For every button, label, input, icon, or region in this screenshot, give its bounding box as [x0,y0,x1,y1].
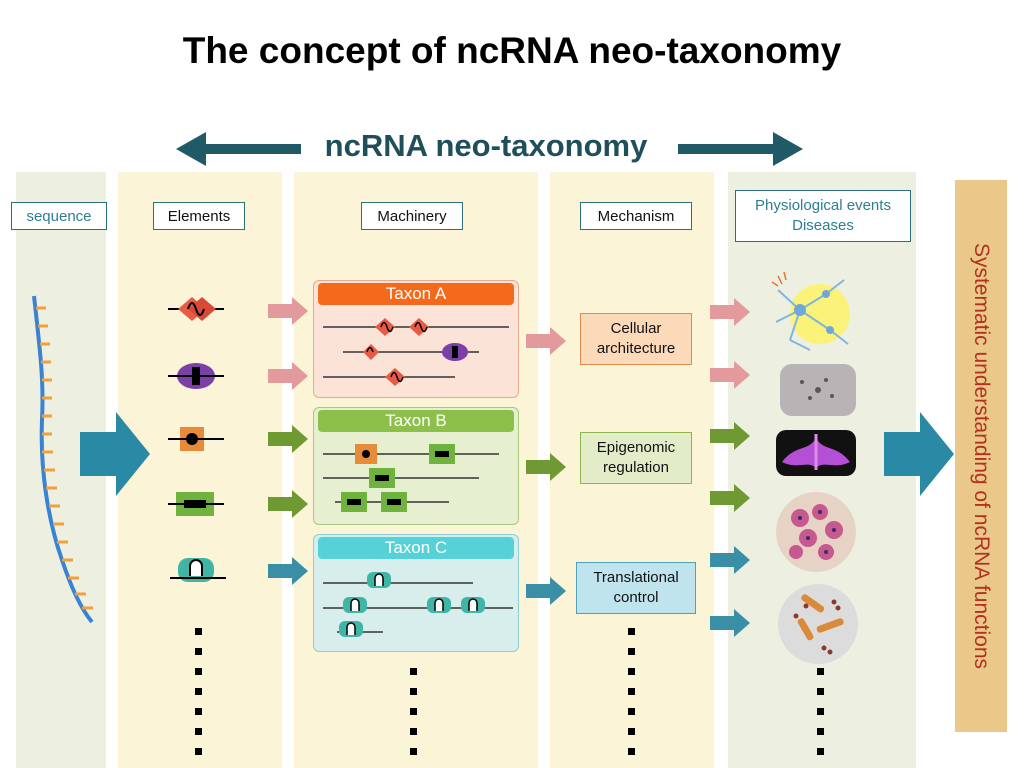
mechanism-0-line1: Cellular [610,320,662,337]
arrow-pink-1 [268,297,308,325]
taxon-b-lines [323,444,499,512]
arrow-phys-green-1 [710,422,750,450]
header-mechanism: Mechanism [580,202,692,230]
taxon-b-title: Taxon B [318,410,514,432]
neuron-image [771,271,850,351]
mechanism-cellular-architecture: Cellular architecture [580,313,692,365]
arrow-phys-blue-1 [710,546,750,574]
fluorescence-image [776,430,856,476]
taxon-a-lines [323,318,509,386]
ellipsis-machinery [410,668,417,755]
arrow-mech-green [526,453,566,481]
element-purple-icon [168,363,224,389]
sequence-strand [32,295,94,624]
side-label: Systematic understanding of ncRNA functi… [970,242,993,670]
bacteria-image [778,584,858,664]
element-teal-loop-icon [170,558,226,582]
header-physiology-line1: Physiological events [755,197,891,214]
mechanism-2-line1: Translational [593,569,679,586]
arrow-mech-blue [526,577,566,605]
element-orange-dot-icon [168,427,224,451]
mechanism-1-line2: regulation [603,459,669,476]
taxon-c-lines [323,572,513,637]
arrow-pink-2 [268,362,308,390]
tissue-image [776,492,856,572]
arrow-phys-green-2 [710,484,750,512]
arrow-blue-1 [268,557,308,585]
header-physiology-line2: Diseases [792,217,854,234]
header-sequence: sequence [11,202,107,230]
mechanism-0-line2: architecture [596,340,676,357]
ellipsis-mechanism [628,628,635,755]
big-arrow-left [80,412,150,496]
taxon-c-title: Taxon C [318,537,514,559]
arrow-green-1 [268,425,308,453]
cell-texture-image [780,364,856,416]
header-elements: Elements [153,202,245,230]
ellipsis-elements [195,628,202,755]
element-green-bar-icon [168,492,224,516]
banner-label: ncRNA neo-taxonomy [324,128,648,163]
big-arrow-right [884,412,954,496]
page-title: The concept of ncRNA neo-taxonomy [182,30,842,71]
taxon-a-box: Taxon A [313,280,519,398]
arrow-phys-pink-2 [710,361,750,389]
banner-left-arrow [176,132,301,166]
mechanism-2-line2: control [613,589,659,606]
side-box [955,180,1007,732]
element-hairpin-red-icon [168,297,224,321]
header-physiology: Physiological events Diseases [735,190,911,242]
taxon-b-box: Taxon B [313,407,519,525]
header-machinery: Machinery [361,202,463,230]
ellipsis-physiology [817,668,824,755]
mechanism-1-line1: Epigenomic [596,439,676,456]
arrow-phys-blue-2 [710,609,750,637]
taxon-a-title: Taxon A [318,283,514,305]
arrow-phys-pink-1 [710,298,750,326]
arrow-mech-pink [526,327,566,355]
mechanism-epigenomic-regulation: Epigenomic regulation [580,432,692,484]
arrow-green-2 [268,490,308,518]
banner-right-arrow [678,132,803,166]
mechanism-translational-control: Translational control [576,562,696,614]
